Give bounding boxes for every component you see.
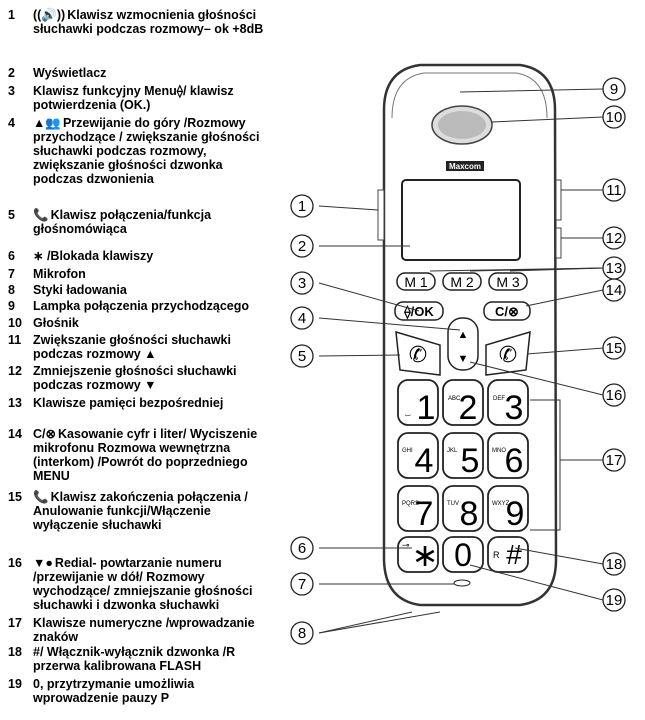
svg-text:R: R [493,550,500,560]
svg-text:4: 4 [415,442,434,480]
svg-text:Maxcom: Maxcom [449,162,481,171]
volume-up-side-button [377,189,385,241]
callout-15: 15 [606,340,623,357]
svg-text:GHI: GHI [402,448,413,454]
memory-key-3[interactable] [488,272,528,291]
volume-down-side-button [555,179,562,221]
memory-key-2[interactable] [442,272,482,291]
end-call-icon: ✆ [499,342,517,367]
legend-text: Klawisz wzmocnienia głośności słuchawki … [33,8,264,36]
svg-text:⟠/OK: ⟠/OK [403,304,434,320]
svg-text:JKL: JKL [447,448,458,454]
svg-text:9: 9 [506,495,525,533]
svg-text:DEF: DEF [493,396,505,402]
svg-text:7: 7 [415,495,434,533]
svg-text:∗: ∗ [412,537,439,573]
callout-1: 1 [298,198,306,215]
callout-11: 11 [606,182,622,199]
svg-text:⊸: ⊸ [402,540,410,550]
svg-text:2: 2 [459,389,478,427]
svg-text:#: # [506,539,522,570]
svg-text:1: 1 [417,389,436,427]
clear-key[interactable] [483,301,531,321]
svg-text:C/⊗: C/⊗ [495,304,519,319]
legend-list: 1 ((🔊))Klawisz wzmocnienia głośności słuc… [8,8,264,705]
svg-text:ABC: ABC [448,396,461,402]
call-handset-icon: 📞 [33,208,49,222]
callout-9: 9 [610,81,618,98]
end-call-key [485,330,531,376]
callout-5: 5 [298,348,306,365]
clear-mute-icon: C/⊗ [33,427,56,441]
microphone [453,579,471,587]
end-call-icon: 📞 [33,490,49,504]
callout-17: 17 [606,452,623,469]
svg-text:TUV: TUV [447,501,459,507]
svg-text:M 1: M 1 [404,274,428,290]
callout-markers [290,77,626,645]
svg-text:5: 5 [461,442,480,480]
memory-keys: M 1 M 2 M 3 [396,272,528,291]
svg-text:▼: ▼ [458,353,469,365]
scroll-up-contacts-icon: ▲👥 [33,116,61,130]
callout-19: 19 [606,592,623,609]
callout-7: 7 [298,576,306,593]
call-key [395,330,441,376]
callout-4: 4 [298,310,306,327]
callout-8: 8 [298,625,306,642]
display-screen [401,179,521,261]
svg-text:WXYZ: WXYZ [492,501,510,507]
callout-13: 13 [606,260,623,277]
callout-14: 14 [606,282,623,299]
callout-6: 6 [298,540,306,557]
callout-16: 16 [606,387,623,404]
volume-boost-icon: ((🔊)) [33,8,66,22]
callout-12: 12 [606,230,623,247]
callout-3: 3 [298,275,306,292]
svg-text:M 2: M 2 [450,274,474,290]
svg-text:PQRS: PQRS [402,501,419,507]
svg-text:⌴: ⌴ [405,411,411,418]
brand-logo [446,161,484,171]
redial-down-icon: ▼● [33,556,53,570]
keypad: 1 ⌴ 2 ABC 3 DEF 4 GHI 5 JKL 6 MNO 7 PQRS… [397,379,529,573]
svg-text:6: 6 [505,442,524,480]
legend-num: 1 [8,8,15,22]
nav-rocker[interactable] [447,317,479,371]
memory-key-1[interactable] [396,272,436,291]
svg-text:M 3: M 3 [496,274,520,290]
svg-text:MNO: MNO [492,448,506,454]
call-handset-icon: ✆ [409,342,427,367]
svg-text:0: 0 [454,537,472,573]
callout-18: 18 [606,556,623,573]
svg-text:8: 8 [460,495,479,533]
callout-10: 10 [606,109,623,126]
callout-2: 2 [298,238,306,255]
svg-text:▲: ▲ [458,329,469,341]
svg-text:3: 3 [505,389,524,427]
